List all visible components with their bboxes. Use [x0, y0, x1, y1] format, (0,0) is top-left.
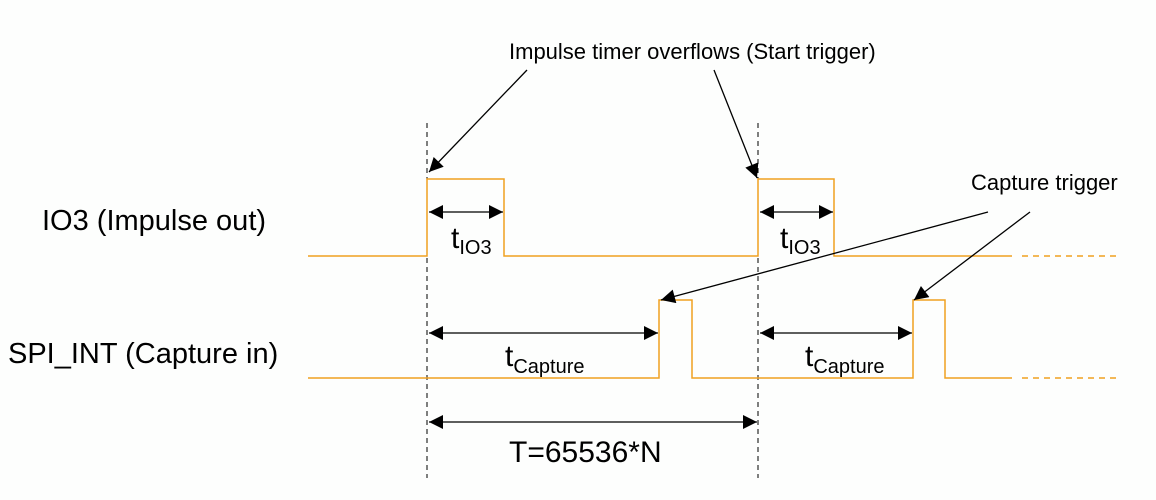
spi-int-waveform	[308, 299, 1012, 379]
spi-int-signal-label: SPI_INT (Capture in)	[8, 338, 278, 370]
t-capture-label-1: tCapture	[505, 340, 585, 378]
start-trigger-arrow-2	[713, 69, 759, 179]
t-capture-subscript: Capture	[513, 356, 584, 378]
t-io3-label-1: tIO3	[451, 222, 492, 259]
t-io3-subscript: IO3	[788, 237, 820, 259]
t-io3-label-2: tIO3	[780, 222, 821, 259]
capture-trigger-arrow-2	[913, 211, 1031, 301]
t-capture-main: t	[505, 340, 514, 373]
io3-waveform	[308, 178, 1012, 257]
capture-trigger-arrow-1	[660, 211, 989, 304]
t-capture-label-2: tCapture	[805, 340, 885, 378]
t-io3-subscript: IO3	[459, 237, 491, 259]
t-capture-main: t	[805, 340, 814, 373]
start-trigger-label: Impulse timer overflows (Start trigger)	[509, 39, 876, 64]
t-capture-subscript: Capture	[813, 356, 884, 378]
capture-trigger-label: Capture trigger	[971, 170, 1118, 195]
period-label: T=65536*N	[509, 436, 662, 469]
io3-signal-label: IO3 (Impulse out)	[42, 205, 266, 237]
t-io3-main: t	[780, 222, 789, 255]
t-io3-main: t	[451, 222, 460, 255]
start-trigger-arrow-1	[428, 69, 528, 173]
